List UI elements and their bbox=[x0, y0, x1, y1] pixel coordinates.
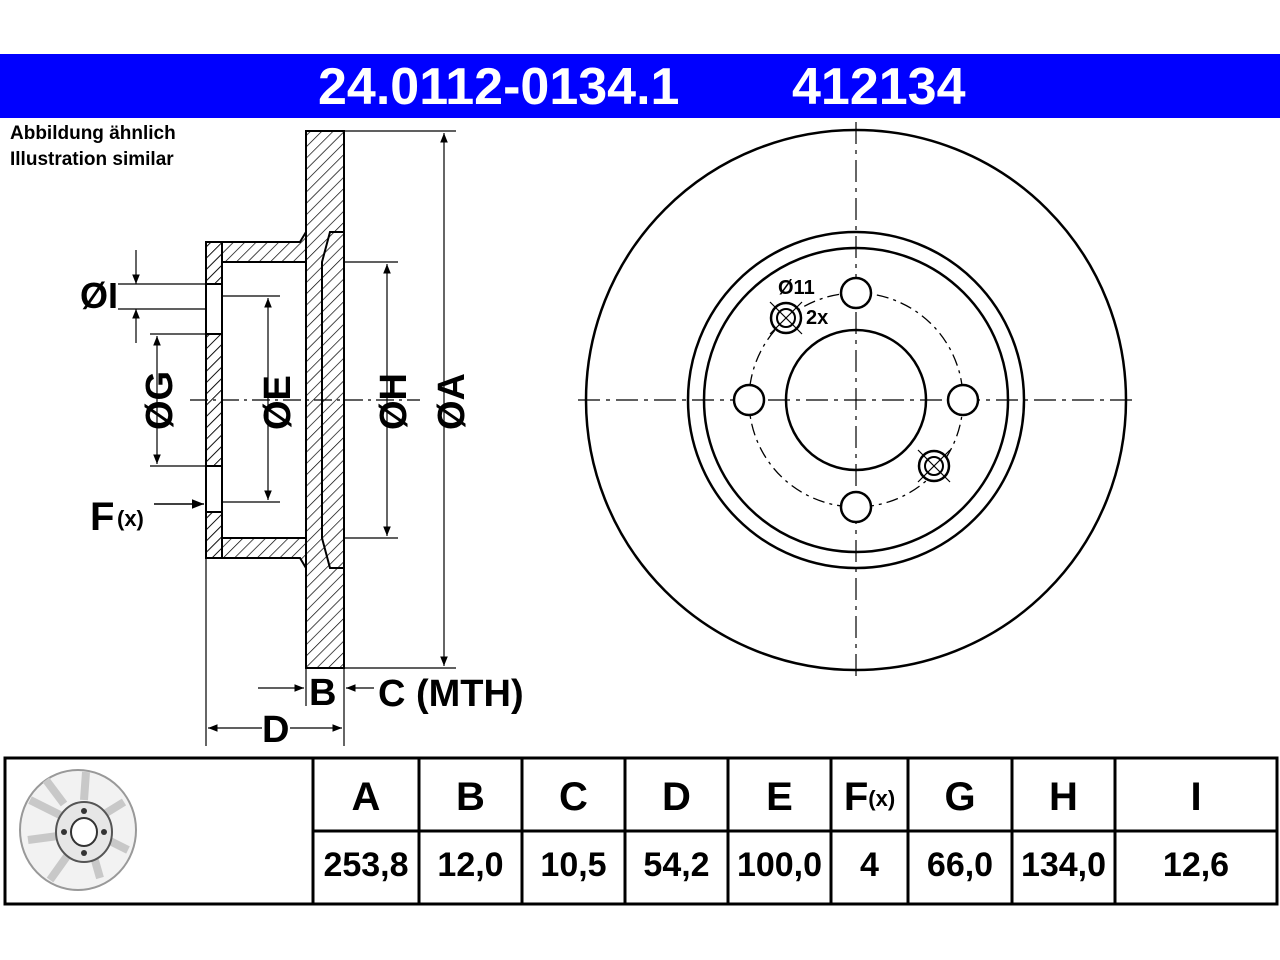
disc-outer-edge bbox=[584, 128, 1128, 672]
col-header-h: H bbox=[1049, 775, 1078, 819]
value-h: 134,0 bbox=[1020, 846, 1107, 884]
col-header-c: C bbox=[559, 775, 588, 819]
inner-ring-step bbox=[321, 231, 345, 569]
value-g: 66,0 bbox=[926, 846, 994, 884]
bolt-hole-left bbox=[732, 383, 766, 417]
bolt-hole-right bbox=[946, 383, 980, 417]
label-dia-a: ØA bbox=[431, 373, 473, 430]
col-header-f: F(x) bbox=[831, 772, 908, 822]
value-c: 10,5 bbox=[540, 846, 607, 884]
bolt-hole-top bbox=[839, 276, 873, 310]
label-f-sub: (x) bbox=[117, 506, 144, 531]
col-header-e: E bbox=[766, 775, 793, 819]
reference-number: 412134 bbox=[792, 58, 966, 116]
value-e: 100,0 bbox=[736, 846, 823, 884]
col-header-f-label: F bbox=[843, 775, 869, 819]
label-c-mth: C (MTH) bbox=[378, 673, 524, 715]
label-hole-count: 2x bbox=[806, 307, 828, 329]
brake-disc-3d-icon bbox=[19, 769, 137, 891]
note-illustration-de: Abbildung ähnlich bbox=[10, 123, 176, 144]
section-view: ØI ØG ØE ØH ØA F (x) B C (M bbox=[80, 130, 524, 751]
note-illustration-en: Illustration similar bbox=[10, 149, 174, 170]
hat-inner-edge bbox=[702, 246, 1010, 554]
hat-outer-edge bbox=[686, 230, 1026, 570]
col-header-d: D bbox=[662, 775, 691, 819]
bolt-hole-cut-top bbox=[205, 283, 223, 335]
label-dia-h: ØH bbox=[373, 373, 415, 430]
value-a: 253,8 bbox=[323, 846, 409, 884]
label-dia-e: ØE bbox=[257, 375, 299, 430]
header-bar bbox=[0, 54, 1280, 118]
front-view: Ø11 2x bbox=[578, 122, 1134, 680]
col-header-a: A bbox=[351, 775, 381, 819]
label-hole-diameter: Ø11 bbox=[778, 277, 815, 299]
label-f: F bbox=[90, 495, 114, 539]
value-i: 12,6 bbox=[1162, 846, 1230, 884]
col-header-b: B bbox=[456, 775, 485, 819]
bolt-hole-bottom bbox=[839, 490, 873, 524]
label-dia-g: ØG bbox=[139, 371, 181, 430]
value-d: 54,2 bbox=[643, 846, 710, 884]
center-bore bbox=[784, 328, 928, 472]
part-number: 24.0112-0134.1 bbox=[318, 58, 680, 116]
col-header-i: I bbox=[1190, 775, 1202, 819]
label-d: D bbox=[262, 709, 289, 751]
col-header-g: G bbox=[944, 775, 976, 819]
value-f: 4 bbox=[860, 846, 879, 884]
label-dia-i: ØI bbox=[80, 275, 118, 316]
bolt-hole-cut-bottom bbox=[205, 465, 223, 513]
label-b: B bbox=[309, 672, 336, 714]
spec-table bbox=[3, 756, 1279, 906]
col-header-f-sub: (x) bbox=[868, 786, 896, 811]
value-b: 12,0 bbox=[437, 846, 504, 884]
